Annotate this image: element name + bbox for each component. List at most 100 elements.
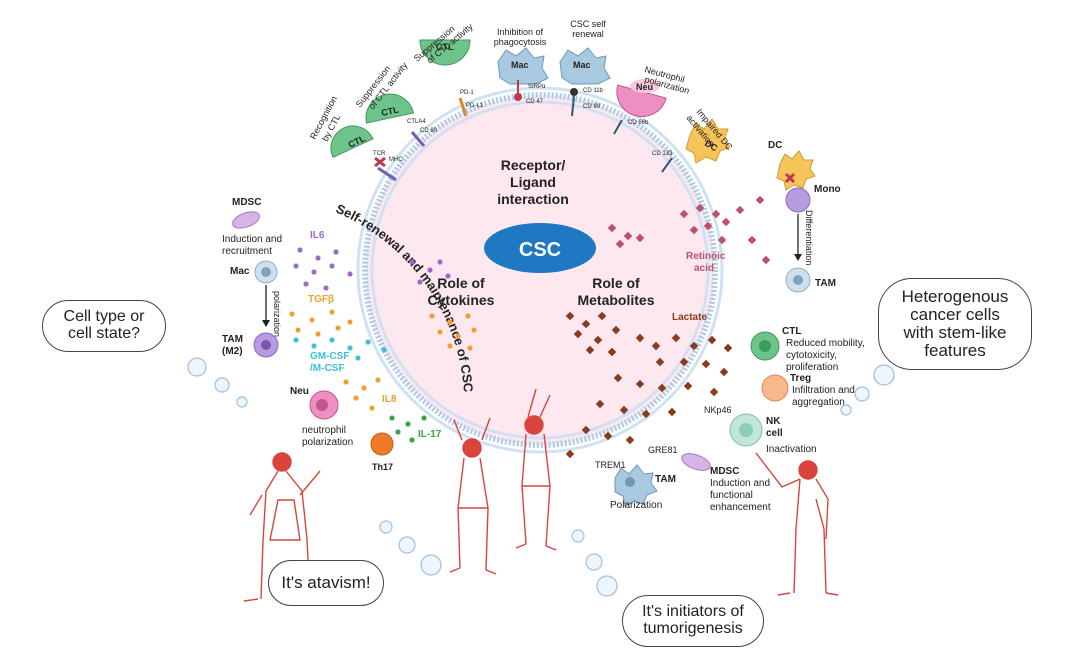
nk-label-1: NK [766,416,781,427]
tam-m2-label-1: TAM [222,334,243,345]
metabolite-molecule [655,357,665,367]
metabolite-molecule [679,357,689,367]
cytokine-molecule [405,421,411,427]
neu-nucleus-icon [316,399,328,411]
cytokine-molecule [323,285,329,291]
cytokine-molecule [365,339,371,345]
suppression-ctl-2: CTL [419,39,471,66]
tam-nucleus-icon-right [793,275,803,285]
cytokine-molecule [343,379,349,385]
cytokine-molecule [389,415,395,421]
metabolite-molecule [613,373,623,383]
cytokine-molecule [315,331,321,337]
cytokine-molecule [465,313,471,319]
phagocytosis-mac: Mac [497,47,549,101]
metabolite-molecule [721,217,731,227]
cytokine-molecule [395,429,401,435]
tam-m2-label-2: (M2) [222,346,243,357]
cytokine-molecule [329,309,335,315]
csc-renewal-text-1: CSC self [570,19,606,29]
bubble-right-line-3: with stem-like [903,323,1007,342]
mdsc-cell-icon [232,211,260,229]
induction-text-2: recruitment [222,246,272,257]
mdsc-desc-1: Induction and [710,478,770,489]
tcr-label: TCR [373,151,386,157]
bubble-initiators-line-1: It's initiators of [642,603,744,621]
metabolite-molecule [747,235,757,245]
cytokine-molecule [429,313,435,319]
block-x-icon [374,156,386,168]
mdsc-label-1: MDSC [232,197,261,208]
metabolite-molecule [611,325,621,335]
impaired-dc: DC [661,118,731,173]
mono-label: Mono [814,184,841,195]
treg-desc-2: aggregation [792,397,845,408]
block-x-icon-2 [784,172,796,184]
gre81-label: GRE81 [648,445,678,455]
metabolite-molecule [657,383,667,393]
cd133-label: CD 133 [652,151,673,157]
mac-label-1: Mac [511,60,529,70]
metabolite-molecule [581,425,591,435]
bubble-right-line-4: features [924,340,986,360]
neu-label-left: Neu [290,386,309,397]
gmcsf-label-1: GM-CSF [310,351,349,362]
metabolite-molecule [761,255,771,265]
metabolite-molecule [701,359,711,369]
csc-core-ellipse [484,223,596,273]
bubble-left-line-1: Cell type or [63,308,145,326]
person-figure-4 [755,452,839,596]
cytokine-dots [289,247,477,443]
cytokine-molecule [347,345,353,351]
cd80-label: CD 80 [420,128,438,134]
cytokine-molecule [375,377,381,383]
cytokine-molecule [311,269,317,275]
tam-m2-nucleus-icon [261,340,271,350]
ctla4-label: CTLA4 [407,119,426,125]
cytokine-molecule [409,437,415,443]
cytokine-molecule [445,273,451,279]
membrane-outer-ring [356,86,724,454]
mdsc-label-bottom: MDSC [710,466,739,477]
pd1-label: PD-1 [460,90,474,96]
metabolite-molecule [607,347,617,357]
retinoic-label-1: Retinoic [686,251,726,262]
ctl-label-right: CTL [782,326,801,337]
metabolite-molecule [581,319,591,329]
metabolite-molecule [651,341,661,351]
metabolite-molecule [641,409,651,419]
dc-label-right: DC [768,140,782,151]
cytokine-molecule [427,267,433,273]
ctl-desc-2: cytotoxicity, [786,350,837,361]
il6-label: IL6 [310,230,325,241]
metabolite-molecule [723,343,733,353]
tgfb-label: TGFβ [308,294,334,305]
metabolite-molecule [635,379,645,389]
cytokine-molecule [329,337,335,343]
differentiation-label: Differentiation [804,210,814,265]
tam-cell-icon-bottom [614,464,658,507]
inactivation-label: Inactivation [766,444,817,455]
treg-desc-1: Infiltration and [792,385,855,396]
cytokine-molecule [471,327,477,333]
nk-label-2: cell [766,428,783,439]
metabolite-molecule [689,341,699,351]
arrow-head-icon [262,320,270,327]
cytokines-title-1: Role of [437,275,485,291]
cd90-label: CD 90 [583,104,601,110]
cytokine-molecule [381,347,387,353]
cytokine-molecule [369,405,375,411]
cytokine-molecule [347,271,353,277]
receptor-title-3: interaction [497,191,569,207]
dc-cell-icon [776,150,816,191]
thought-bubble-dots [187,357,895,597]
cd66b-label: CD 66b [628,120,649,126]
il8-label: IL8 [382,394,397,405]
mono-cell-icon [785,187,811,213]
tam-label-bottom: TAM [655,474,676,485]
cytokine-molecule [333,249,339,255]
metabolite-molecule [593,335,603,345]
